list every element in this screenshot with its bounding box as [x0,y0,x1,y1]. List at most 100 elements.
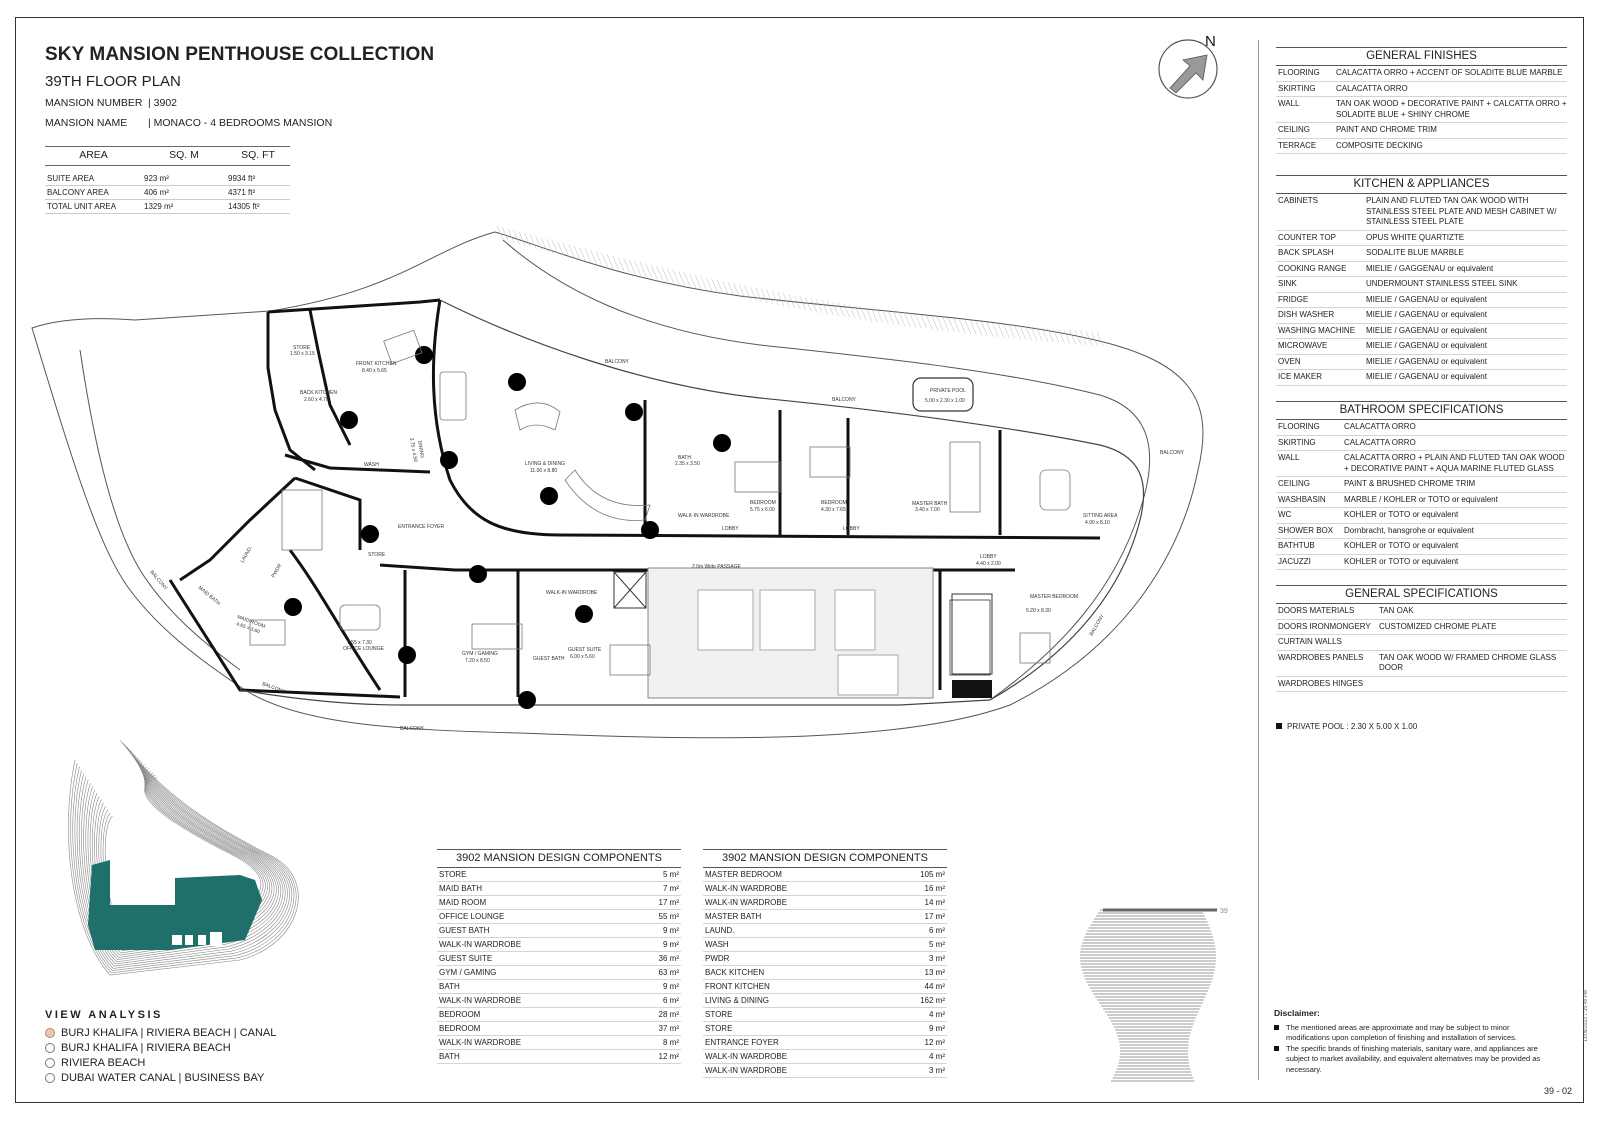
radio-circle-icon [45,1042,55,1053]
bedroom-label: BEDROOM [821,500,847,506]
dining-dims: 3.75 x 4.50 [408,437,418,463]
spec-value: UNDERMOUNT STAINLESS STEEL SINK [1366,279,1518,288]
component-name: PWDR [705,954,730,963]
component-name: ENTRANCE FOYER [705,1038,779,1047]
front-kitchen-label: FRONT KITCHEN [356,361,397,367]
private-pool-note: PRIVATE POOL : 2.30 X 5.00 X 1.00 [1276,722,1417,731]
lobby-dims: 4.40 x 2.00 [976,561,1001,567]
component-name: GUEST SUITE [439,954,493,963]
office-lounge-dims: 7.55 x 7.30 [347,640,372,646]
spec-key: WARDROBES HINGES [1278,678,1364,688]
spec-value: CALACATTA ORRO [1336,83,1408,93]
mansion-number-value: | 3902 [148,97,178,109]
spec-value: MIELIE / GAGENAU or equivalent [1366,356,1487,366]
area-sqft: 9934 ft² [226,172,290,186]
hatch-line [661,267,669,282]
guest-suite-label: GUEST SUITE [568,647,602,653]
component-name: WALK-IN WARDROBE [705,1052,788,1061]
view-analysis-title: VIEW ANALYSIS [45,1009,163,1021]
spec-value: CALACATTA ORRO [1344,437,1416,447]
bedroom-dims: 5.75 x 6.00 [750,507,775,513]
component-name: STORE [705,1010,733,1019]
hatch-line [590,250,597,265]
spec-value: PLAIN AND FLUTED TAN OAK WOOD WITH STAIN… [1366,196,1557,226]
hatch-line [1080,330,1087,345]
spec-key: FLOORING [1278,68,1320,77]
hatch-line [749,286,757,301]
spec-value [1379,679,1567,690]
contour-ring [74,746,292,969]
hatch-line [573,245,581,261]
hatch-line [711,278,718,293]
spec-key: SINK [1278,279,1297,288]
component-name: MASTER BEDROOM [705,870,782,879]
spec-key: TERRACE [1278,140,1317,150]
lobby-label: LOBBY [980,554,997,560]
component-name: LAUND. [705,926,735,935]
balcony-outline [31,231,1204,739]
spec-key: BACK SPLASH [1278,248,1334,257]
component-area: 36 m² [658,954,679,963]
spec-value: TAN OAK WOOD + DECORATIVE PAINT + CALCAT… [1336,99,1567,119]
hatch-line [1041,327,1049,342]
mansion-number-label: MANSION NUMBER [45,97,143,109]
spec-value: MIELIE / GAGENAU or equivalent [1366,325,1487,335]
contour-ring [70,742,297,974]
component-area: 3 m² [929,954,945,963]
spec-value: MARBLE / KOHLER or TOTO or equivalent [1344,494,1498,504]
hatch-line [865,307,873,322]
spec-value: OPUS WHITE QUARTIZTE [1366,232,1465,242]
hatch-line [540,237,548,252]
living-dining-label: LIVING & DINING [525,461,565,467]
hatch-line [546,238,553,253]
component-area: 9 m² [663,940,679,949]
components-title: 3902 MANSION DESIGN COMPONENTS [703,849,947,868]
hatch-line [727,282,735,297]
spec-key: WALL [1278,453,1300,462]
hatch-line [755,287,762,302]
spec-value: KOHLER or TOTO or equivalent [1344,510,1459,519]
spec-key: FRIDGE [1278,294,1309,304]
component-area: 6 m² [929,926,945,935]
area-label: TOTAL UNIT AREA [45,199,142,214]
component-name: LIVING & DINING [705,996,770,1005]
hatch-line [733,283,740,298]
component-area: 5 m² [929,940,945,949]
table-row: BALCONY AREA 406 m² 4371 ft² [45,185,290,200]
floor-plan-subtitle: 39TH FLOOR PLAN [45,73,181,90]
radio-circle-icon [45,1057,55,1068]
guest-suite-dims: 6.00 x 5.60 [570,654,595,660]
spec-value: PAINT & BRUSHED CHROME TRIM [1344,479,1476,488]
spec-key: CEILING [1278,125,1311,134]
component-name: WALK-IN WARDROBE [705,1066,788,1075]
office-lounge-label: OFFICE LOUNGE [343,646,385,652]
hatch-line [1047,328,1054,343]
contour-ring [83,755,284,960]
private-pool: PRIVATE POOL 5.00 x 2.30 x 1.00 [912,377,974,412]
component-area: 9 m² [663,926,679,935]
component-name: WALK-IN WARDROBE [705,884,788,893]
hatch-line [915,314,922,329]
view-option: BURJ KHALIFA | RIVIERA BEACH [45,1040,276,1055]
hatch-line [860,306,867,321]
component-name: MAID BATH [439,884,482,893]
hatch-line [595,251,603,266]
table-row: SINK UNDERMOUNT STAINLESS STEEL SINK [1276,277,1567,293]
component-area: 7 m² [663,884,679,893]
spec-value: MIELIE / GAGENAU or equivalent [1366,341,1487,350]
component-name: WALK-IN WARDROBE [705,898,788,907]
hatch-line [805,297,812,312]
view-analysis-legend: VIEW ANALYSIS BURJ KHALIFA | RIVIERA BEA… [45,1009,276,1085]
drawing-sheet-border [15,17,1584,1103]
component-area: 28 m² [658,1010,679,1019]
spec-value: CUSTOMIZED CHROME PLATE [1379,621,1497,631]
hatch-line [650,264,658,280]
